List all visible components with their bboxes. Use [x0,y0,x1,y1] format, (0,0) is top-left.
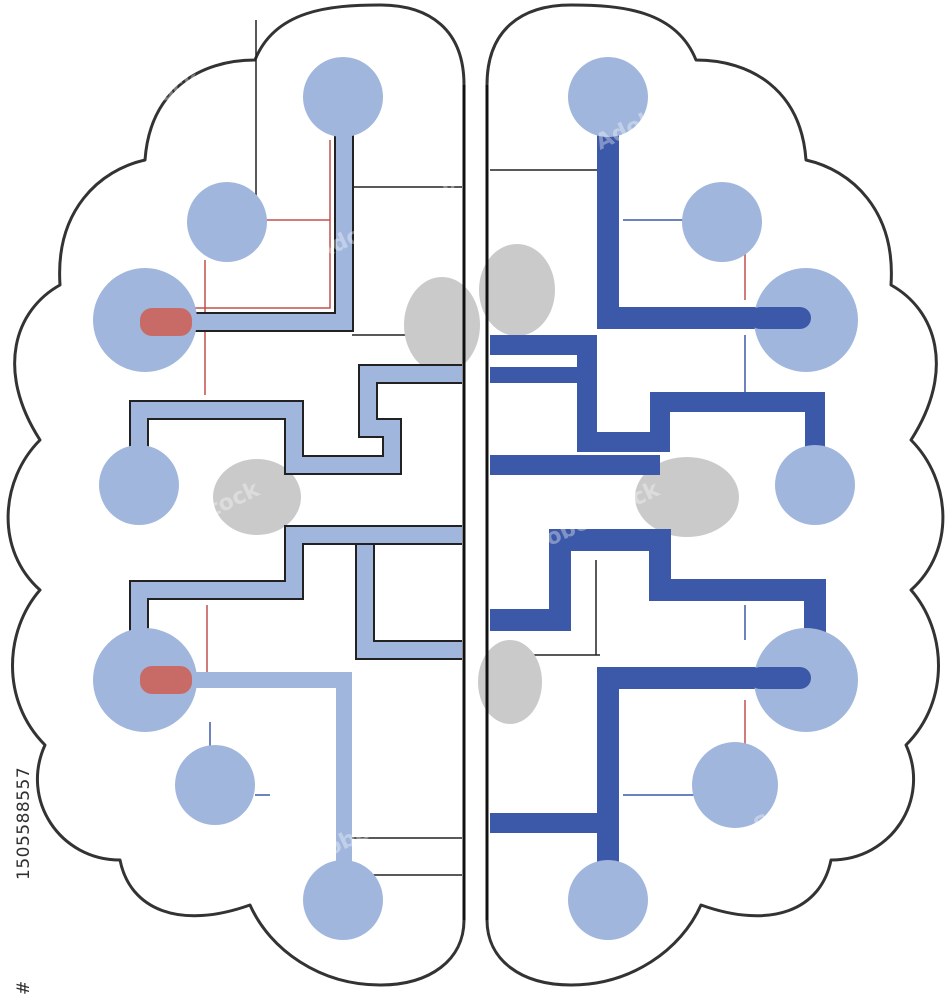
node-right-top [568,57,648,137]
red-accents [140,308,192,694]
stock-id-hash: # [14,980,34,995]
node-left-top [303,57,383,137]
left-circuit-traces [129,100,462,900]
node-right-upper [682,182,762,262]
node-right-middle [775,445,855,525]
thin-connector-lines [255,20,600,876]
node-right-bottom [568,860,648,940]
right-trace-endcaps [749,307,811,689]
center-fissure [462,85,489,920]
right-circuit-traces [490,89,826,901]
left-nodes [93,57,383,940]
node-left-middle [99,445,179,525]
stock-id-label: 1505588557 [14,767,34,880]
node-right-lower [692,742,778,828]
node-left-lower [175,745,255,825]
node-left-bottom [303,860,383,940]
node-left-upper [187,182,267,262]
gray-blobs [213,244,739,724]
